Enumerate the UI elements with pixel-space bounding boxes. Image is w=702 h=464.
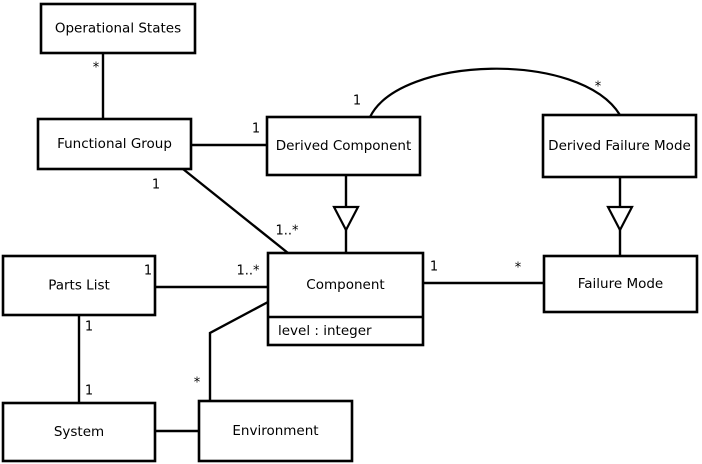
association-line-environment-component[interactable] <box>208 300 269 401</box>
class-box-failure-mode[interactable]: Failure Mode <box>542 254 699 314</box>
class-name-functional-group: Functional Group <box>57 136 172 152</box>
association-derived-failure-mode-failure-mode[interactable] <box>606 177 634 256</box>
association-functional-group-component[interactable] <box>182 168 289 254</box>
associations-layer <box>77 53 634 433</box>
class-box-operational-states[interactable]: Operational States <box>39 2 197 55</box>
multiplicity-label: 1 <box>353 94 361 109</box>
class-name-system: System <box>54 424 104 440</box>
multiplicity-label: 1 <box>430 260 438 275</box>
class-box-parts-list[interactable]: Parts List <box>1 254 157 317</box>
multiplicity-label: 1 <box>252 122 260 137</box>
association-line-functional-group-component[interactable] <box>182 168 289 254</box>
class-name-derived-failure-mode: Derived Failure Mode <box>548 138 691 154</box>
multiplicity-label: 1 <box>144 264 152 279</box>
class-box-rect-environment[interactable] <box>197 399 354 463</box>
generalization-triangle-icon-derived-failure-mode-failure-mode <box>606 205 634 233</box>
class-name-component: Component <box>306 277 384 293</box>
class-name-environment: Environment <box>232 423 318 439</box>
class-box-component[interactable]: Component level : integer <box>266 251 425 347</box>
class-name-failure-mode: Failure Mode <box>578 276 664 292</box>
class-attribute-component: level : integer <box>278 323 372 339</box>
multiplicity-label: * <box>194 376 201 391</box>
multiplicity-labels-layer: * 1 1 1..* 1 * 1 1..* 1 * 1 1 * <box>85 61 602 399</box>
association-derived-component-derived-failure-mode[interactable] <box>369 67 621 118</box>
multiplicity-label: 1 <box>85 384 93 399</box>
class-name-operational-states: Operational States <box>55 21 181 37</box>
multiplicity-label: 1..* <box>236 264 260 279</box>
class-box-rect-derived-failure-mode[interactable] <box>541 113 698 179</box>
multiplicity-label: * <box>595 80 602 95</box>
multiplicity-label: * <box>93 61 100 76</box>
class-box-environment[interactable]: Environment <box>197 399 354 463</box>
class-box-functional-group[interactable]: Functional Group <box>36 117 193 171</box>
multiplicity-label: 1..* <box>275 224 299 239</box>
class-box-rect-system[interactable] <box>1 401 157 463</box>
class-box-rect-derived-component[interactable] <box>265 115 422 177</box>
class-box-derived-failure-mode[interactable]: Derived Failure Mode <box>541 113 698 179</box>
multiplicity-label: * <box>515 261 522 276</box>
class-name-parts-list: Parts List <box>48 278 110 294</box>
multiplicity-label: 1 <box>152 178 160 193</box>
class-box-derived-component[interactable]: Derived Component <box>265 115 422 177</box>
association-environment-component[interactable] <box>208 300 269 401</box>
class-name-derived-component: Derived Component <box>276 138 412 154</box>
multiplicity-label: 1 <box>85 320 93 335</box>
class-box-rect-operational-states[interactable] <box>39 2 197 55</box>
class-box-rect-parts-list[interactable] <box>1 254 157 317</box>
class-box-system[interactable]: System <box>1 401 157 463</box>
class-box-rect-failure-mode[interactable] <box>542 254 699 314</box>
class-box-rect-component[interactable] <box>266 251 425 347</box>
generalization-triangle-icon-derived-component-component <box>332 205 360 233</box>
association-line-derived-component-derived-failure-mode[interactable] <box>369 67 621 118</box>
class-box-rect-functional-group[interactable] <box>36 117 193 171</box>
association-derived-component-component[interactable] <box>332 175 360 253</box>
